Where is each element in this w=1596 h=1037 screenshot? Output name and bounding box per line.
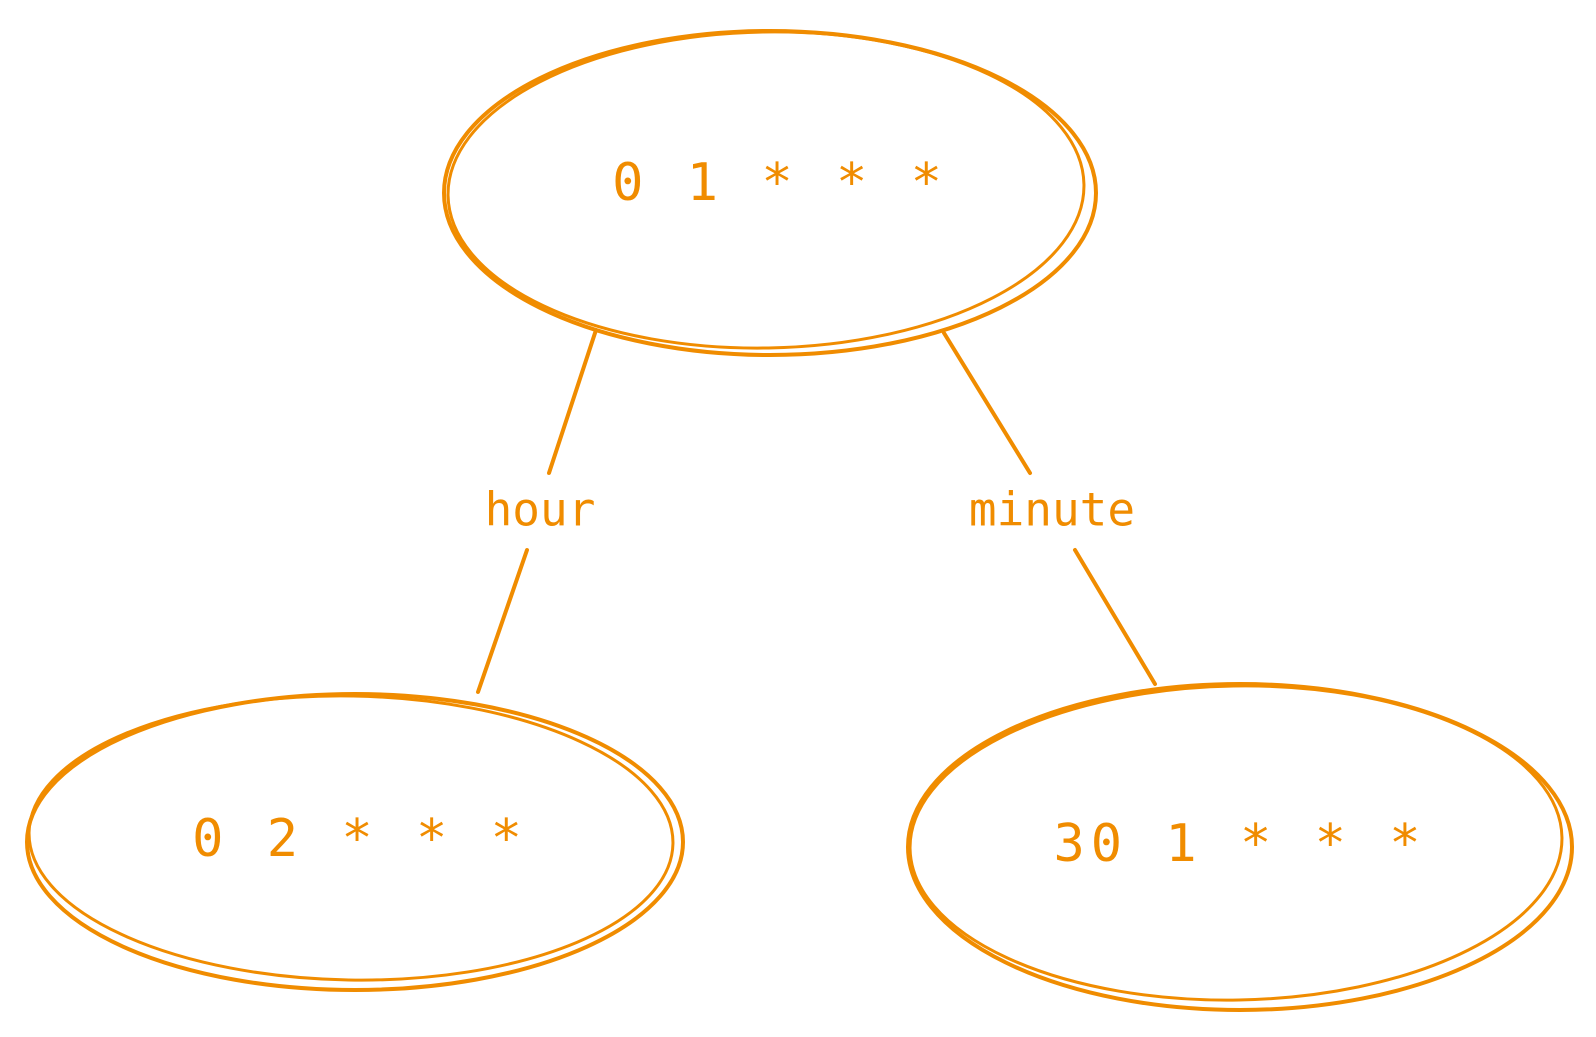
node-root-ellipse-sketch — [446, 30, 1086, 350]
node-right-label: 30 1 * * * — [1053, 814, 1426, 874]
edge-root-to-right: minute — [942, 331, 1157, 686]
node-right-ellipse-sketch — [908, 684, 1564, 1002]
edge-label-hour: hour — [485, 483, 596, 537]
edge-hour-lower-line — [476, 548, 529, 694]
node-root: 0 1 * * * — [442, 29, 1098, 357]
node-right-ellipse — [906, 682, 1574, 1012]
node-left-ellipse — [25, 692, 685, 992]
node-right: 30 1 * * * — [906, 682, 1574, 1012]
edge-minute-upper-line — [942, 331, 1032, 475]
node-root-label: 0 1 * * * — [612, 153, 948, 213]
edge-hour-upper-line — [547, 328, 598, 475]
edge-root-to-left: hour — [476, 328, 598, 694]
edge-minute-lower-line — [1073, 548, 1157, 686]
node-left-ellipse-sketch — [27, 694, 675, 982]
node-left-label: 0 2 * * * — [192, 809, 528, 869]
node-left: 0 2 * * * — [25, 692, 685, 992]
edge-label-minute: minute — [969, 483, 1135, 537]
